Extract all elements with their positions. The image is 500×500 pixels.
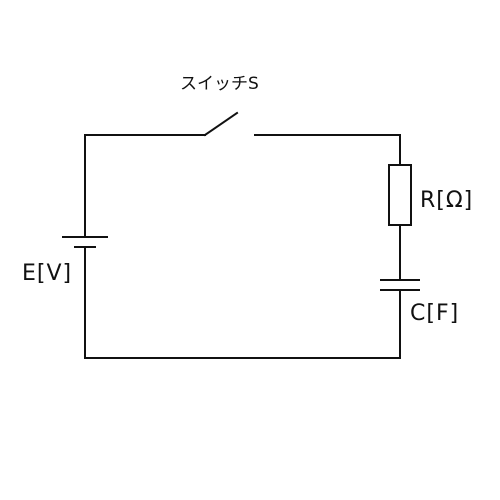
switch-label: スイッチS [180,74,259,94]
battery-label: E[V] [22,261,73,286]
switch-blade [203,111,239,137]
resistor-label: R[Ω] [420,188,474,213]
capacitor-label: C[F] [410,301,460,326]
wire-top-left [84,134,206,238]
resistor-symbol [388,164,412,226]
wire-bottom [84,246,401,359]
wire-top-right [254,134,401,166]
